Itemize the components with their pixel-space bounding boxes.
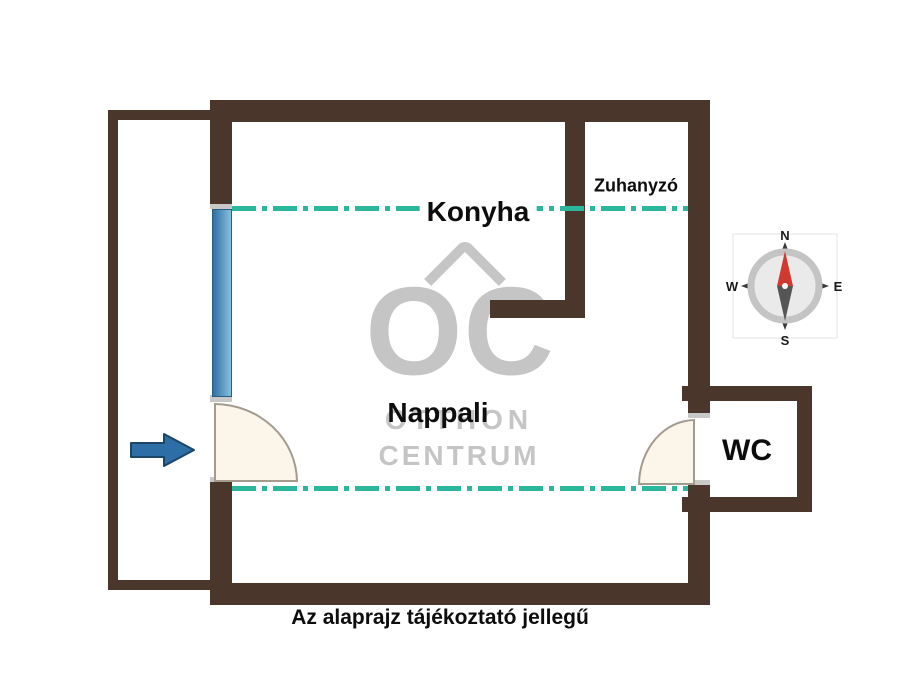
wc-door-jamb-top (688, 413, 710, 418)
wall-main-right-lower (688, 485, 710, 605)
watermark-brand-line2: CENTRUM (378, 440, 540, 471)
watermark-brand-line1: OTTHON (384, 404, 534, 435)
wall-wc-right (797, 386, 812, 512)
compass-west-label: W (726, 279, 739, 294)
compass-north-label: N (780, 228, 789, 243)
room-label-konyha: Konyha (419, 195, 537, 229)
compass-south-label: S (781, 333, 790, 348)
entrance-arrow-icon (130, 433, 195, 467)
wall-main-bottom (210, 583, 710, 605)
wall-main-left-lower (210, 481, 232, 605)
room-divider-line-bottom (232, 486, 688, 491)
wall-corridor-left (108, 110, 118, 590)
room-label-nappali: Nappali (387, 397, 489, 428)
wall-wc-bottom (682, 497, 812, 512)
window-jamb-top (210, 204, 232, 209)
wall-main-left-upper (210, 100, 232, 204)
wall-main-right-upper (688, 100, 710, 418)
wall-corridor-top (108, 110, 212, 120)
wc-door-jamb-bottom (688, 480, 710, 485)
room-label-wc: WC (722, 434, 772, 467)
wall-shower-partition-vertical (565, 122, 585, 318)
room-label-zuhanyzo: Zuhanyzó (594, 175, 678, 196)
wall-shower-partition-horizontal (490, 300, 585, 318)
wall-main-top (210, 100, 710, 122)
window-jamb-bottom (210, 395, 232, 402)
compass-icon: N E S W (726, 228, 843, 348)
compass-east-label: E (834, 279, 843, 294)
window (212, 209, 232, 397)
plan-caption: Az alaprajz tájékoztató jellegű (291, 606, 589, 629)
wall-wc-top (682, 386, 812, 401)
wall-corridor-bottom (108, 580, 212, 590)
watermark-logo: OC (365, 262, 555, 402)
